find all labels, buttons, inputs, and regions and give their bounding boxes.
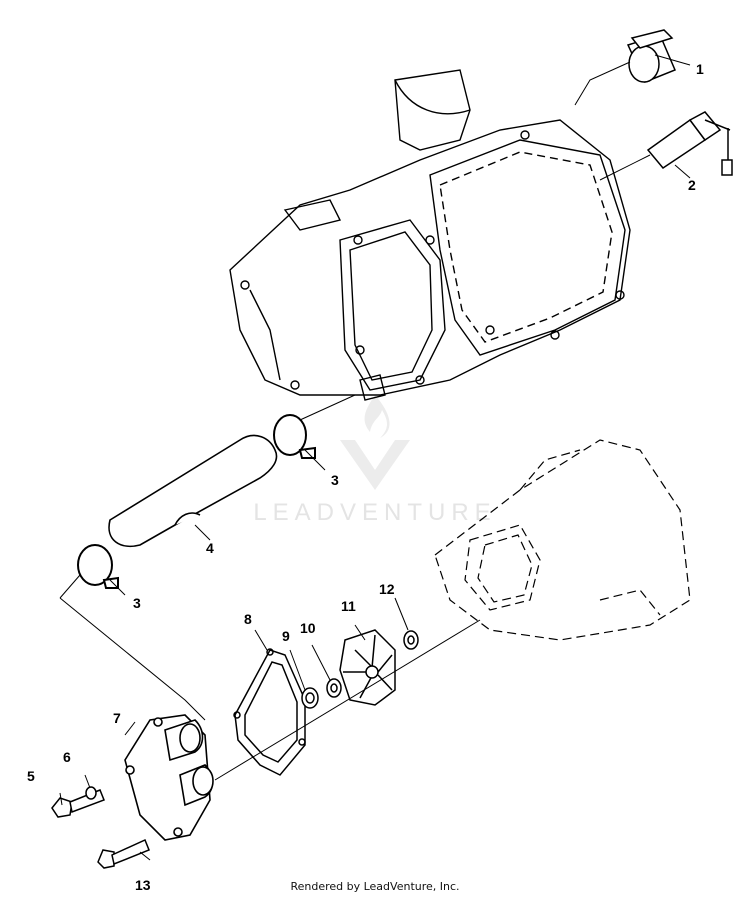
- callout-7: 7: [113, 710, 121, 726]
- callout-5: 5: [27, 768, 35, 784]
- part-12-nut: [403, 630, 419, 650]
- callout-9: 9: [282, 628, 290, 644]
- part-11-impeller: [339, 629, 396, 706]
- part-2-sensor: [646, 111, 733, 176]
- callout-10: 10: [300, 620, 316, 636]
- part-13-bolt: [97, 838, 150, 869]
- footer-credit: Rendered by LeadVenture, Inc.: [290, 880, 460, 893]
- callout-1: 1: [696, 61, 704, 77]
- leader-lines: [59, 54, 691, 861]
- watermark-flame-icon: [364, 395, 390, 438]
- part-8-gasket: [233, 648, 306, 776]
- callout-12: 12: [379, 581, 395, 597]
- part-6-washer: [85, 786, 97, 800]
- callout-6: 6: [63, 749, 71, 765]
- engine-head: [229, 69, 631, 401]
- callout-3-lower: 3: [133, 595, 141, 611]
- callouts: 1 2 3 3 4 5 6 7 8 9 10 11 12 13: [27, 61, 704, 893]
- crankcase: [434, 439, 691, 641]
- watermark-text: LEADVENTURE: [253, 499, 496, 526]
- part-7-pump-cover: [124, 714, 214, 841]
- watermark: LEADVENTURE: [253, 395, 496, 526]
- part-10-washer: [326, 678, 342, 698]
- callout-2: 2: [688, 177, 696, 193]
- part-1-cap: [626, 29, 676, 83]
- callout-4: 4: [206, 540, 214, 556]
- callout-13: 13: [135, 877, 151, 893]
- callout-11: 11: [341, 598, 356, 614]
- watermark-logo-icon: [340, 440, 410, 490]
- part-9-seal: [301, 687, 319, 709]
- part-4-hose: [108, 434, 278, 547]
- callout-3-upper: 3: [331, 472, 339, 488]
- part-3-clamp-upper: [273, 414, 316, 459]
- callout-8: 8: [244, 611, 252, 627]
